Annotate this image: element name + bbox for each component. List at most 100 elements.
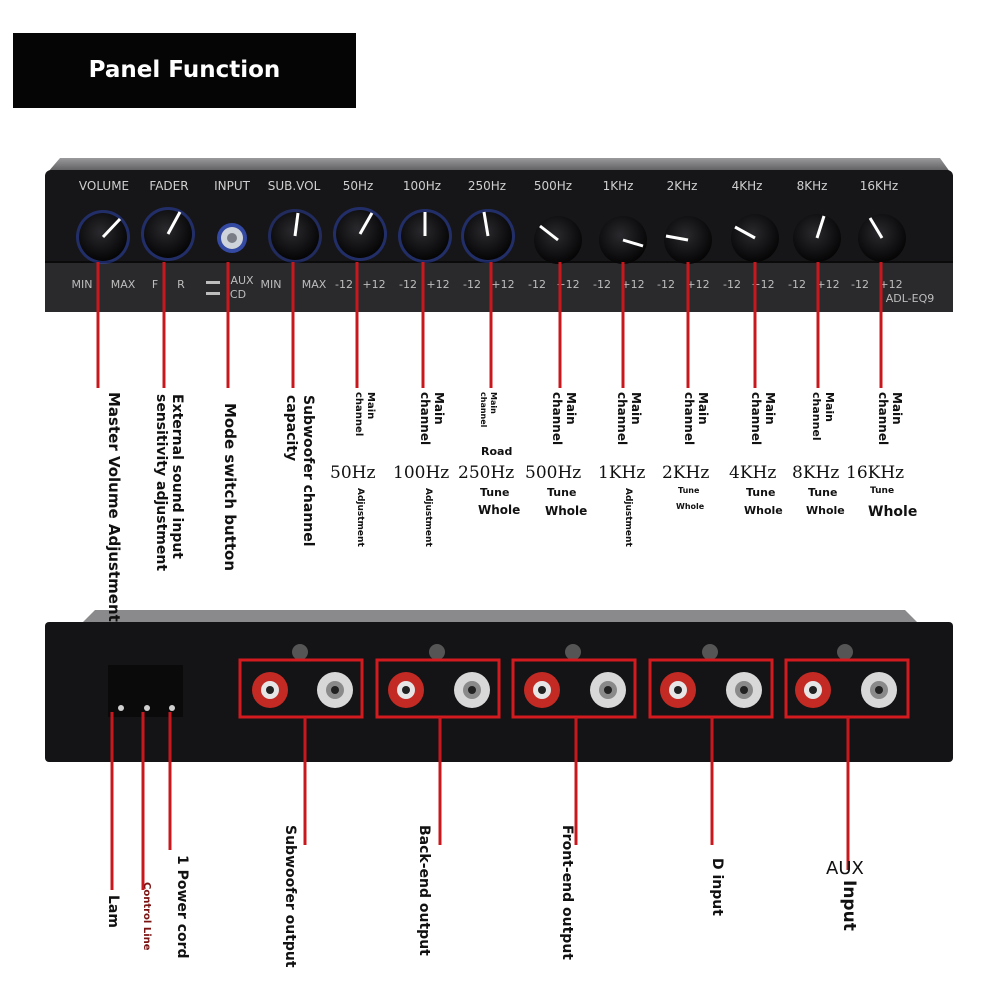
input-switch: [217, 223, 247, 253]
callout-100hz-main: Main channel: [418, 392, 446, 446]
callout-4khz-main: Main channel: [749, 392, 777, 446]
rear-callout-lines: [110, 712, 850, 890]
svg-text:MAX: MAX: [302, 278, 327, 291]
callout-100hz-freq: 100Hz: [393, 463, 450, 483]
callout-aux: AUX: [826, 858, 864, 879]
svg-text:+12: +12: [362, 278, 385, 291]
rca-group-d-input: [648, 644, 774, 719]
callout-16khz-freq: 16KHz: [846, 463, 905, 483]
knob-50hz: [333, 207, 387, 261]
top-label-100hz: 100Hz: [403, 179, 441, 193]
front-callout-lines: [96, 262, 883, 388]
callout-8khz-tune: Tune: [808, 486, 838, 499]
top-label-4khz: 4KHz: [732, 179, 763, 193]
front-bottom-labels: MIN MAX F R AUX CD MIN MAX -12 +12 -12 +…: [72, 274, 935, 305]
callout-16khz-tune: Tune: [870, 486, 895, 496]
svg-text:-12: -12: [463, 278, 481, 291]
rca-group-subwoofer: [238, 644, 364, 719]
knob-16khz: [858, 214, 906, 262]
callout-16khz-whole: Whole: [868, 504, 918, 520]
knob-100hz: [398, 209, 452, 263]
svg-text:-12: -12: [593, 278, 611, 291]
svg-text:MIN: MIN: [261, 278, 282, 291]
callout-500hz-freq: 500Hz: [525, 463, 582, 483]
rca-group-front-end: [511, 644, 637, 719]
callout-2khz-main: Main channel: [682, 392, 710, 446]
callout-250hz-main: Main channel: [479, 392, 498, 428]
callout-8khz-main: Main channel: [810, 392, 836, 441]
callout-250hz-whole: Whole: [478, 503, 521, 517]
callout-subwoofer: Subwoofer channel capacity: [283, 395, 316, 547]
callout-2khz-whole: Whole: [676, 502, 705, 511]
model-label: ADL-EQ9: [886, 292, 935, 305]
top-label-1khz: 1KHz: [603, 179, 634, 193]
svg-text:R: R: [177, 278, 185, 291]
callout-mode-switch: Mode switch button: [221, 403, 239, 571]
knob-500hz: [534, 216, 582, 264]
svg-text:+12: +12: [491, 278, 514, 291]
callout-8khz-whole: Whole: [806, 504, 845, 517]
callout-500hz-whole: Whole: [545, 504, 588, 518]
svg-text:MAX: MAX: [111, 278, 136, 291]
svg-text:CD: CD: [230, 288, 246, 301]
callout-8khz-freq: 8KHz: [792, 463, 840, 483]
callout-back-end-output: Back-end output: [416, 825, 432, 956]
callout-100hz-note: Adjustment: [423, 488, 433, 547]
svg-text:+12: +12: [686, 278, 709, 291]
callout-4khz-tune: Tune: [746, 486, 776, 499]
svg-text:+12: +12: [556, 278, 579, 291]
callout-50hz-main: Main channel: [353, 392, 376, 437]
svg-text:MIN: MIN: [72, 278, 93, 291]
svg-text:-12: -12: [399, 278, 417, 291]
callout-d-input: D input: [709, 858, 725, 916]
callout-250hz-road: Road: [481, 445, 513, 458]
callout-subwoofer-output: Subwoofer output: [282, 825, 298, 968]
svg-text:+12: +12: [751, 278, 774, 291]
callout-power-cord: 1 Power cord: [174, 855, 190, 959]
top-label-volume: VOLUME: [79, 179, 129, 193]
callout-50hz-note: Adjustment: [355, 488, 365, 547]
callout-1khz-main: Main channel: [615, 392, 643, 446]
callout-1khz-freq: 1KHz: [598, 463, 646, 483]
callout-500hz-tune: Tune: [547, 486, 577, 499]
callout-2khz-freq: 2KHz: [662, 463, 710, 483]
callout-4khz-freq: 4KHz: [729, 463, 777, 483]
title-banner: Panel Function Description: [13, 33, 356, 158]
knob-4khz: [731, 214, 779, 262]
svg-text:-12: -12: [851, 278, 869, 291]
svg-text:-12: -12: [723, 278, 741, 291]
top-label-16khz: 16KHz: [860, 179, 898, 193]
rca-group-back-end: [375, 644, 501, 719]
svg-text:+12: +12: [816, 278, 839, 291]
rca-group-aux: [784, 644, 910, 719]
svg-text:-12: -12: [788, 278, 806, 291]
svg-text:+12: +12: [879, 278, 902, 291]
callout-2khz-tune: Tune: [678, 486, 700, 495]
svg-text:F: F: [152, 278, 158, 291]
top-label-2khz: 2KHz: [667, 179, 698, 193]
top-label-8khz: 8KHz: [797, 179, 828, 193]
top-label-input: INPUT: [214, 179, 251, 193]
rear-panel: [45, 610, 953, 890]
callout-external-sound: External sound input sensitivity adjustm…: [153, 394, 185, 572]
callout-lam: Lam: [105, 895, 121, 928]
knob-volume: [76, 210, 130, 264]
svg-text:+12: +12: [621, 278, 644, 291]
knob-1khz: [599, 216, 647, 264]
callout-4khz-whole: Whole: [744, 504, 783, 517]
knob-250hz: [461, 209, 515, 263]
callout-250hz-tune: Tune: [480, 486, 510, 499]
front-top-labels: VOLUME FADER INPUT SUB.VOL 50Hz 100Hz 25…: [79, 179, 898, 193]
top-label-500hz: 500Hz: [534, 179, 572, 193]
top-label-50hz: 50Hz: [343, 179, 374, 193]
callout-250hz-freq: 250Hz: [458, 463, 515, 483]
svg-text:+12: +12: [426, 278, 449, 291]
callout-16khz-main: Main channel: [876, 392, 904, 446]
top-label-fader: FADER: [149, 179, 188, 193]
callout-front-end-output: Front-end output: [559, 825, 575, 960]
knob-8khz: [793, 214, 841, 262]
svg-text:-12: -12: [335, 278, 353, 291]
callout-500hz-main: Main channel: [550, 392, 578, 446]
top-label-250hz: 250Hz: [468, 179, 506, 193]
